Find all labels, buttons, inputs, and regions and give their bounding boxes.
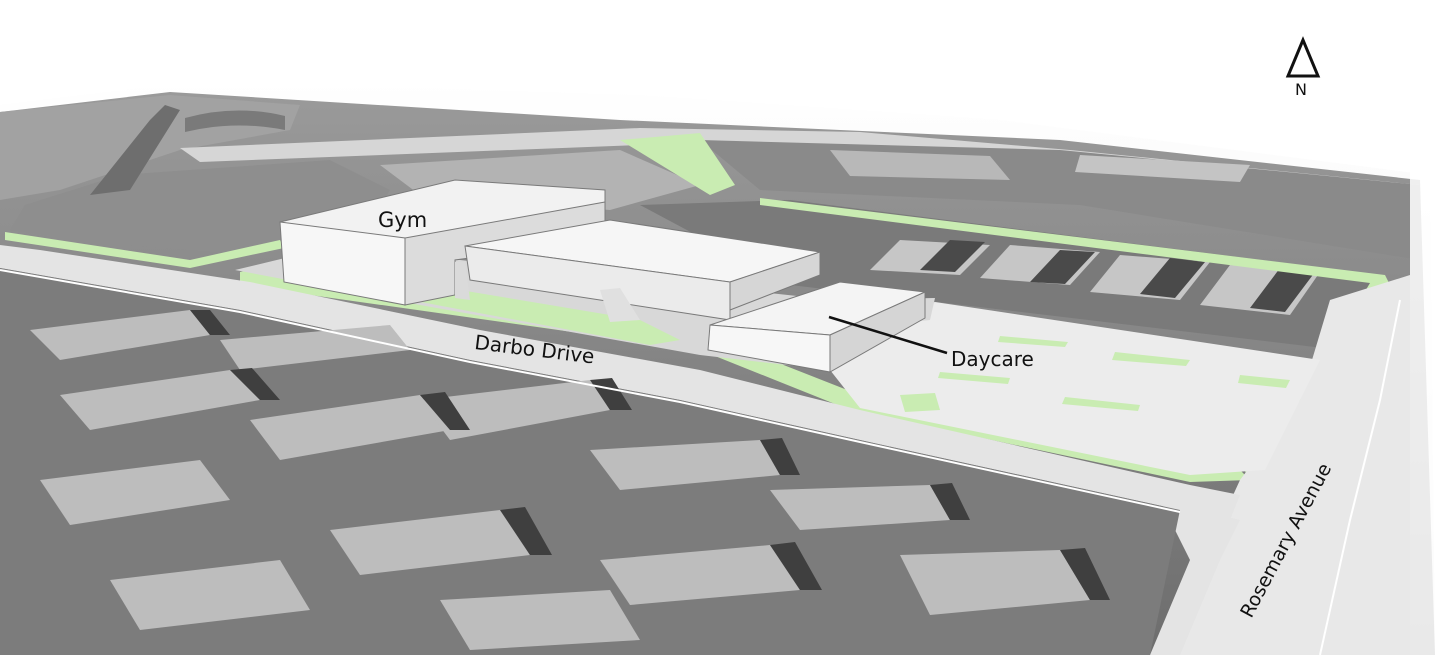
- north-arrow-icon: [1285, 36, 1321, 78]
- south-residential-shadows: [190, 310, 1110, 600]
- rosemary-avenue-road: [1160, 275, 1410, 655]
- darbo-drive-road: [0, 245, 1240, 520]
- northeast-roof-2: [1075, 155, 1250, 182]
- site-green-west-edge: [5, 232, 284, 268]
- south-residential-roofs: [30, 310, 1090, 650]
- darbo-drive-edge: [0, 269, 1181, 513]
- industrial-tank: [185, 110, 285, 132]
- road-curve-corner: [1150, 500, 1240, 655]
- main-building: [455, 219, 821, 322]
- north-arrow-label: N: [1295, 80, 1307, 99]
- north-road: [180, 128, 1420, 198]
- site-green-north-path: [620, 133, 735, 195]
- rosemary-edge: [1319, 299, 1401, 655]
- gym-label: Gym: [378, 208, 428, 232]
- south-residential: [0, 268, 1180, 655]
- right-edge-fade: [1410, 0, 1435, 655]
- building-green-pad: [410, 290, 680, 345]
- site-parking-islands: [900, 336, 1290, 412]
- site-parking-pad: [830, 302, 1320, 475]
- daycare-leader-line: [828, 315, 948, 355]
- daycare-label: Daycare: [951, 347, 1034, 371]
- industrial-structure: [90, 105, 180, 195]
- northeast-roof-1: [830, 150, 1010, 180]
- east-parking-dark-rows: [920, 240, 1315, 312]
